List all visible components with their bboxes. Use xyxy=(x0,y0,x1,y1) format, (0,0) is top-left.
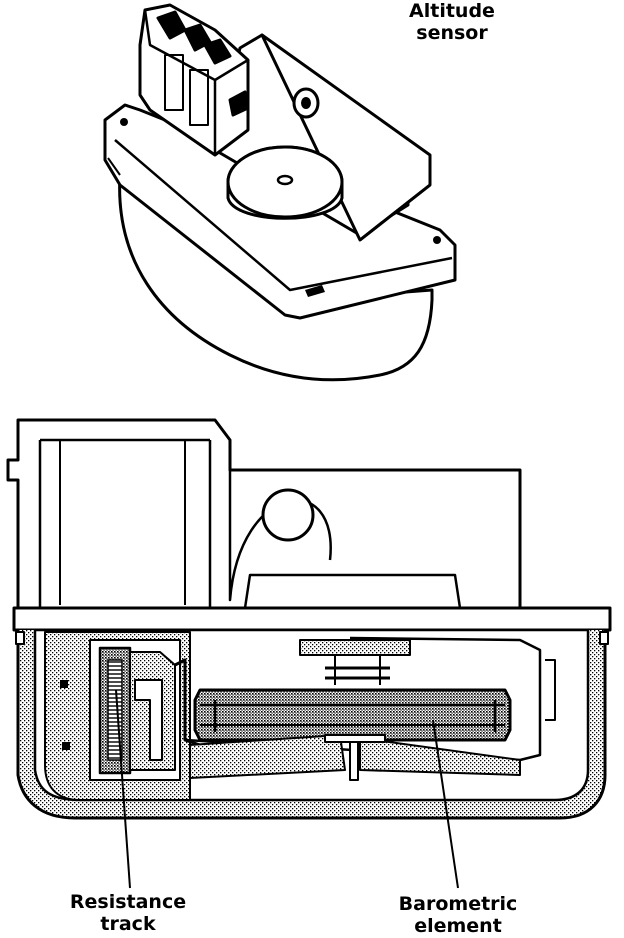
label-barometric-element-line2: element xyxy=(414,915,502,937)
barometric-element-capsule xyxy=(193,688,512,742)
leader-lines xyxy=(115,689,459,889)
label-altitude-sensor-line1: Altitude xyxy=(409,0,495,22)
lower-housing xyxy=(118,173,434,382)
sensor-perspective-view xyxy=(103,3,457,382)
label-altitude-sensor: Altitude sensor xyxy=(392,0,512,44)
label-resistance-track-line2: track xyxy=(100,913,156,935)
barometric-element-leader xyxy=(432,719,459,889)
label-resistance-track-line1: Resistance xyxy=(69,891,187,913)
label-barometric-element: Barometric element xyxy=(388,893,528,937)
label-barometric-element-line1: Barometric xyxy=(398,893,518,915)
base-plate xyxy=(12,606,612,632)
label-altitude-sensor-line2: sensor xyxy=(416,22,488,44)
label-resistance-track: Resistance track xyxy=(58,891,198,935)
sensor-cross-section xyxy=(6,418,612,820)
resistance-track-leader xyxy=(115,689,131,889)
